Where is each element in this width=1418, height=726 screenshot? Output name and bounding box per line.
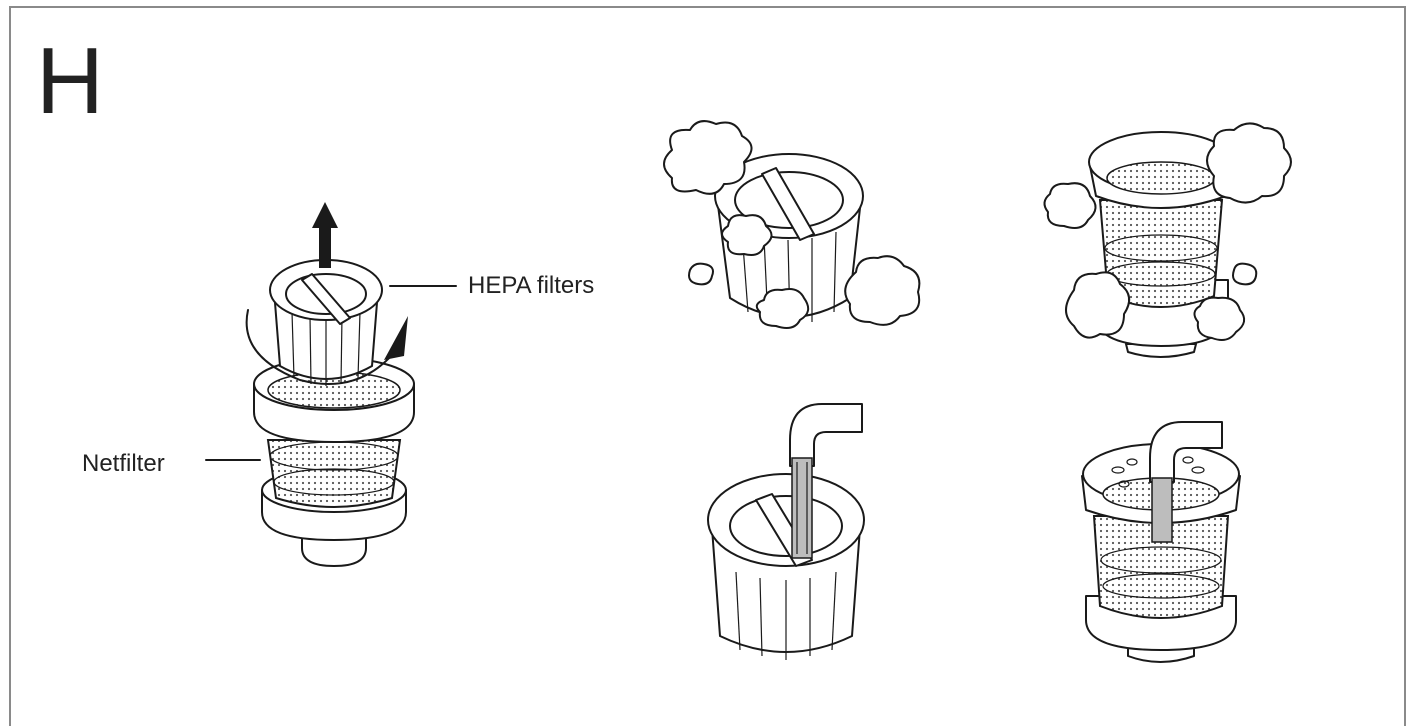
water-tap-icon [1149, 421, 1223, 543]
dust-cloud-icon [663, 120, 921, 329]
dust-cloud-icon [1043, 122, 1292, 341]
step-letter: H [36, 28, 104, 133]
netfilter-label: Netfilter [82, 450, 165, 477]
dusty-netfilter [1043, 122, 1292, 358]
water-tap-icon [789, 403, 863, 559]
rotate-arrow-icon [245, 309, 408, 385]
netfilter-mesh-body [266, 439, 402, 508]
hepa-filter [269, 259, 383, 386]
dusty-hepa-filter [663, 120, 921, 329]
left-filter-assembly [205, 202, 457, 567]
diagram-frame [9, 6, 1406, 726]
water-splash-icon [1111, 456, 1205, 488]
hepa-filters-label: HEPA filters [468, 272, 595, 299]
up-arrow-icon [312, 202, 338, 268]
rinsing-hepa-filter [707, 403, 865, 660]
rinsing-netfilter [1081, 421, 1241, 663]
